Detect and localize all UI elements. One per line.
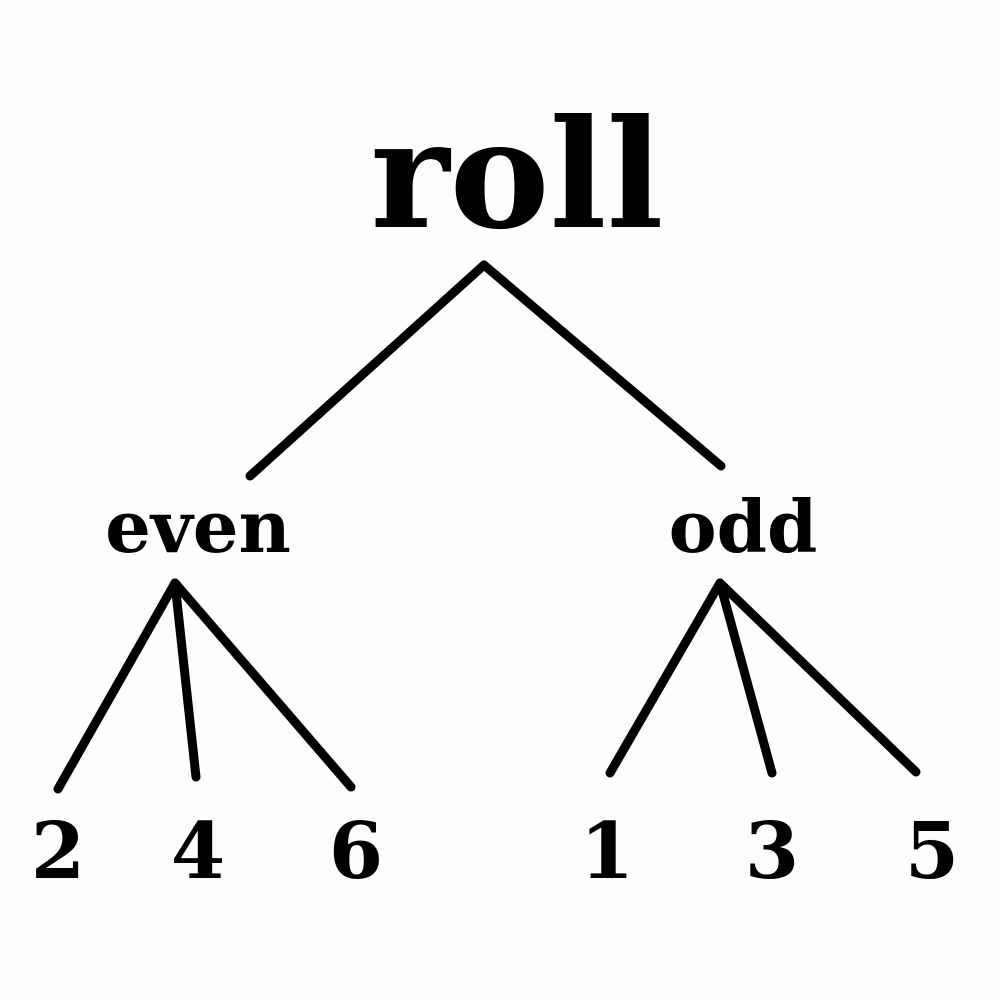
edge-odd-3 (715, 578, 777, 778)
edge-even-6 (170, 578, 356, 792)
leaf-1-label: 1 (579, 806, 635, 897)
leaf-5-label: 5 (904, 806, 960, 897)
edge-roll-even (245, 260, 489, 481)
leaf-4-label: 4 (170, 806, 226, 897)
edge-odd-5 (715, 578, 921, 777)
leaf-3-label: 3 (744, 806, 800, 897)
root-node-label: roll (370, 87, 664, 263)
edge-roll-odd (479, 260, 726, 471)
edge-even-4 (170, 578, 201, 782)
even-node-label: even (105, 484, 291, 569)
leaf-6-label: 6 (328, 806, 384, 897)
edge-odd-1 (605, 578, 725, 778)
edge-even-2 (53, 578, 180, 794)
odd-node-label: odd (668, 484, 818, 569)
leaf-2-label: 2 (30, 806, 86, 897)
